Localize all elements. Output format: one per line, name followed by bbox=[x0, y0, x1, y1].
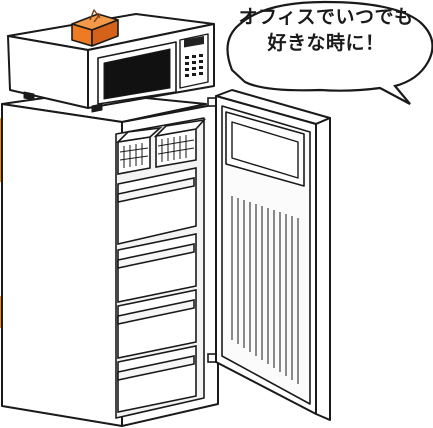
speech-bubble-line-1: オフィスでいつでも bbox=[238, 6, 414, 28]
door-vent-lines bbox=[231, 196, 299, 384]
drawer-3 bbox=[117, 289, 197, 359]
drawer-1 bbox=[117, 167, 197, 246]
freezer-drawers bbox=[117, 167, 197, 413]
drawer-2 bbox=[117, 233, 197, 303]
freezer-door bbox=[215, 89, 331, 421]
freezer-basket-right bbox=[153, 118, 207, 168]
speech-bubble-outline bbox=[226, 0, 433, 105]
drawer-4 bbox=[117, 345, 197, 413]
package-icon bbox=[71, 9, 119, 47]
speech-bubble-line-2: 好きな時に！ bbox=[267, 32, 385, 54]
speech-bubble-text: オフィスでいつでも 好きな時に！ bbox=[222, 4, 430, 56]
freezer-basket-left bbox=[115, 126, 163, 175]
